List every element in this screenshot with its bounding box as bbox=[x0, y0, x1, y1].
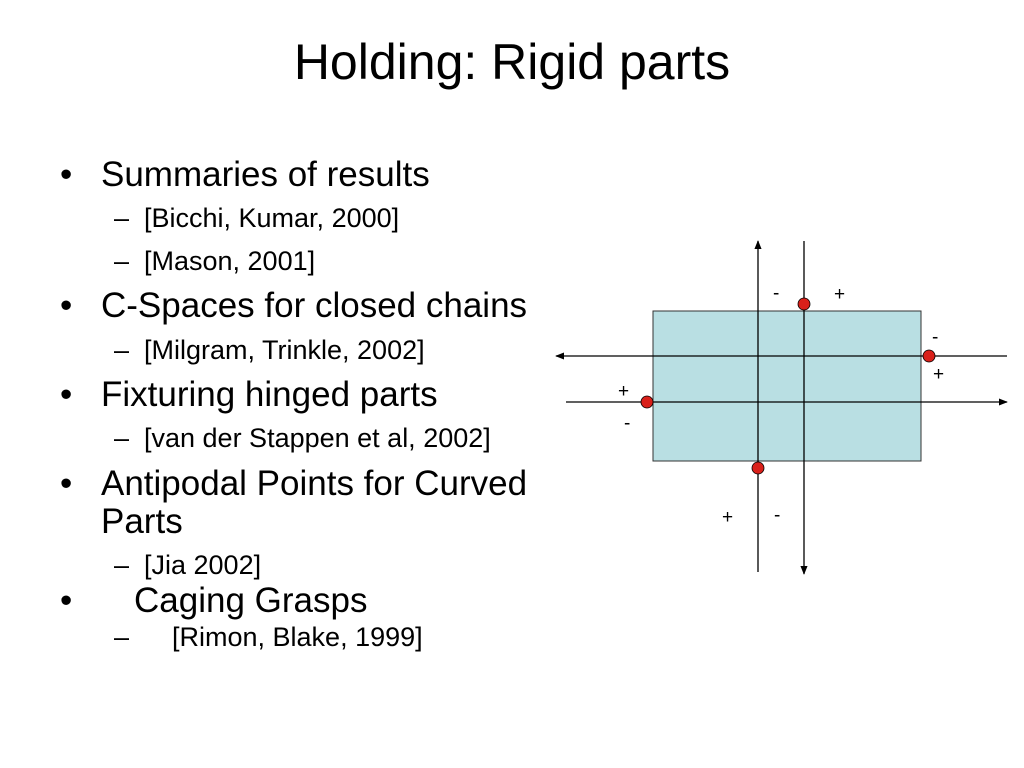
sign-left-plus: + bbox=[618, 381, 629, 402]
bullet-marker: • bbox=[60, 286, 73, 325]
bullet-marker: • bbox=[60, 464, 73, 503]
contact-point-right bbox=[922, 349, 936, 363]
contact-point-bottom bbox=[751, 461, 765, 475]
dash-marker: – bbox=[114, 335, 130, 365]
bullet-marker: • bbox=[60, 581, 73, 620]
contact-point-left bbox=[640, 395, 654, 409]
bullet-cspaces: C-Spaces for closed chains bbox=[101, 286, 528, 325]
rigid-part-rectangle bbox=[652, 310, 922, 462]
dash-marker: – bbox=[114, 622, 130, 652]
sign-top-plus: + bbox=[834, 284, 845, 305]
sub-mason: [Mason, 2001] bbox=[144, 246, 316, 276]
slide-title: Holding: Rigid parts bbox=[293, 34, 731, 90]
sign-right-plus: + bbox=[933, 364, 944, 385]
bullet-fixturing: Fixturing hinged parts bbox=[101, 375, 438, 414]
bullet-antipodal-line1: Antipodal Points for Curved bbox=[101, 464, 528, 503]
dash-marker: – bbox=[114, 246, 130, 276]
bullet-summaries: Summaries of results bbox=[101, 155, 430, 194]
dash-marker: – bbox=[114, 550, 130, 580]
sign-left-minus: - bbox=[624, 413, 630, 434]
sign-top-minus: - bbox=[773, 283, 779, 304]
contact-point-top bbox=[797, 297, 811, 311]
bullet-marker: • bbox=[60, 375, 73, 414]
bullet-caging: Caging Grasps bbox=[134, 581, 368, 620]
sign-right-minus: - bbox=[932, 327, 938, 348]
sign-bottom-minus: - bbox=[774, 505, 780, 526]
sub-jia: [Jia 2002] bbox=[144, 550, 262, 580]
bullet-marker: • bbox=[60, 155, 73, 194]
sub-van-der-stappen: [van der Stappen et al, 2002] bbox=[144, 423, 491, 453]
sub-rimon-blake: [Rimon, Blake, 1999] bbox=[172, 622, 423, 652]
bullet-antipodal-line2: Parts bbox=[101, 502, 183, 541]
sub-bicchi-kumar: [Bicchi, Kumar, 2000] bbox=[144, 203, 400, 233]
sign-bottom-plus: + bbox=[722, 507, 733, 528]
dash-marker: – bbox=[114, 423, 130, 453]
sub-milgram-trinkle: [Milgram, Trinkle, 2002] bbox=[144, 335, 425, 365]
dash-marker: – bbox=[114, 203, 130, 233]
